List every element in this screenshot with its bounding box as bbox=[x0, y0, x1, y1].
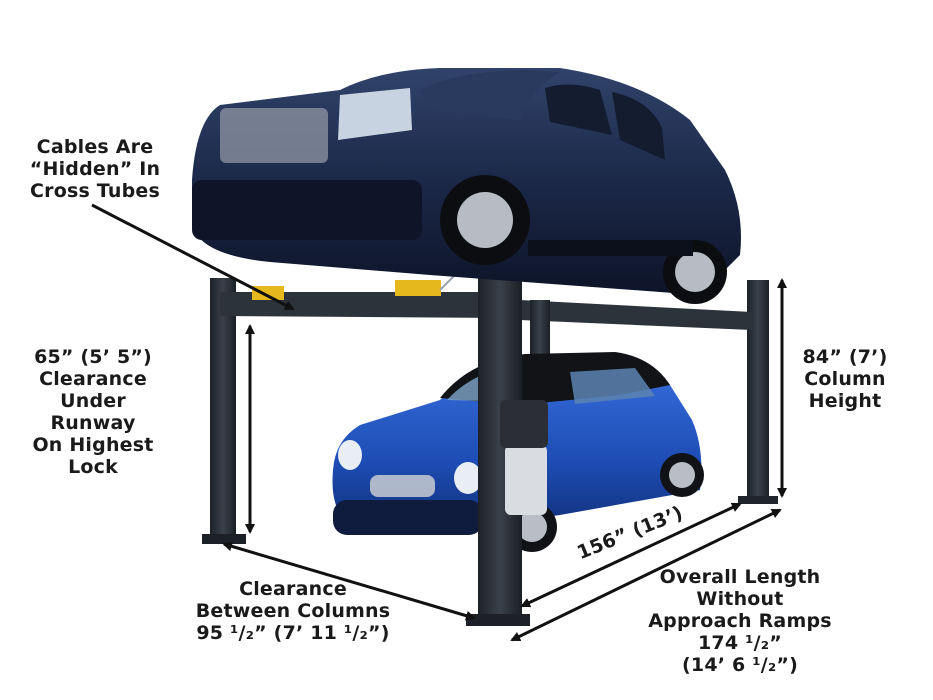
power-unit bbox=[505, 445, 547, 515]
mini-headlight-right bbox=[454, 462, 482, 494]
gmc-suv bbox=[192, 68, 741, 304]
suv-bumper bbox=[192, 180, 422, 240]
mini-rear-hub bbox=[669, 462, 695, 488]
front-left-post bbox=[210, 278, 236, 540]
suv-grille bbox=[220, 108, 328, 163]
cables-hidden-label: Cables Are “Hidden” In Cross Tubes bbox=[29, 136, 161, 202]
overall-length-arrow bbox=[510, 508, 782, 642]
cables-leader-arrow bbox=[91, 203, 295, 311]
overall-length-label: Overall Length Without Approach Ramps 17… bbox=[648, 566, 832, 676]
rear-right-post-base bbox=[738, 496, 778, 504]
suv-side-window-rear bbox=[612, 92, 665, 160]
front-right-post-base bbox=[466, 614, 530, 626]
runway-pad-right bbox=[395, 280, 441, 296]
power-unit-motor bbox=[500, 400, 548, 448]
column-height-label: 84” (7’) Column Height bbox=[802, 346, 888, 412]
mini-grille bbox=[370, 475, 435, 497]
lift-frame-front bbox=[202, 232, 548, 626]
mini-bumper bbox=[333, 500, 483, 535]
suv-windshield bbox=[420, 70, 560, 120]
mini-headlight-left bbox=[338, 440, 362, 470]
clearance-under-runway-label: 65” (5’ 5”) Clearance Under Runway On Hi… bbox=[32, 346, 154, 478]
clearance-between-columns-label: Clearance Between Columns 95 ¹/₂” (7’ 11… bbox=[195, 578, 391, 644]
between-columns-arrow bbox=[222, 541, 476, 621]
runway-pad-left bbox=[252, 286, 284, 300]
suv-front-hub bbox=[457, 192, 513, 248]
front-cross-tube bbox=[220, 292, 505, 318]
rear-cross-tube bbox=[520, 300, 752, 330]
suv-headlight bbox=[338, 88, 412, 140]
mini-side-window bbox=[570, 368, 655, 404]
dimension-arrows bbox=[91, 203, 787, 642]
rear-right-post bbox=[747, 280, 769, 502]
suv-rear-hub bbox=[675, 252, 715, 292]
suv-side-window-front bbox=[545, 84, 612, 135]
suv-running-board bbox=[528, 240, 693, 256]
front-left-post-base bbox=[202, 534, 246, 544]
